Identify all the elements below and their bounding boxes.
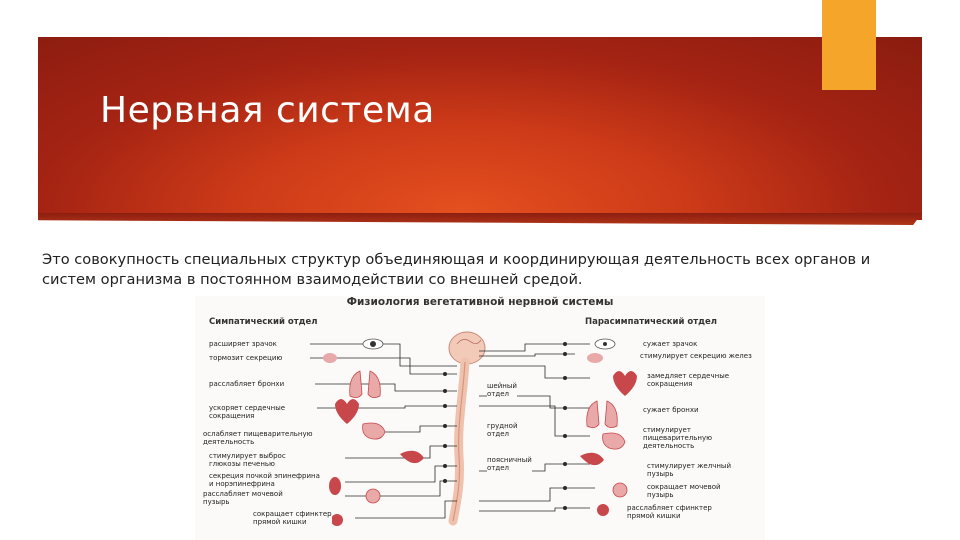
left-label: ускоряет сердечные сокращения xyxy=(209,404,286,420)
lungs-icon xyxy=(586,400,618,428)
left-label: секреция почкой эпинефрина и норэпинефри… xyxy=(209,472,320,488)
rectum-icon xyxy=(597,504,609,516)
left-label: стимулирует выброс глюкозы печенью xyxy=(209,452,286,468)
bladder-icon xyxy=(612,482,628,498)
left-label: тормозит секрецию xyxy=(209,354,283,362)
lungs-icon xyxy=(349,370,381,398)
right-label: стимулирует пищеварительную деятельность xyxy=(643,426,713,450)
left-label: расширяет зрачок xyxy=(209,340,277,348)
ganglion-dots-left xyxy=(443,372,447,483)
left-organs xyxy=(323,338,424,526)
left-label: ослабляет пищеварительную деятельность xyxy=(203,430,313,446)
spine-label: поясничный отдел xyxy=(487,456,532,472)
left-label: расслабляет мочевой пузырь xyxy=(203,490,283,506)
spine-label: грудной отдел xyxy=(487,422,518,438)
nervous-system-figure: Физиология вегетативной нервной системы … xyxy=(195,296,765,540)
slide-title: Нервная система xyxy=(100,90,435,131)
stomach-icon xyxy=(362,422,386,440)
rectum-icon xyxy=(331,514,343,526)
figure-title: Физиология вегетативной нервной системы xyxy=(346,296,614,308)
heart-icon xyxy=(335,399,359,424)
left-label: сокращает сфинктер прямой кишки xyxy=(253,510,332,526)
right-label: стимулирует секрецию желез xyxy=(640,352,752,360)
eye-icon xyxy=(362,338,384,350)
liver-icon xyxy=(580,452,604,466)
right-organs xyxy=(580,338,637,516)
right-label: сужает зрачок xyxy=(643,340,698,348)
right-label: сокращает мочевой пузырь xyxy=(647,483,721,499)
brain-spine-illustration xyxy=(448,331,486,526)
slide-body-text: Это совокупность специальных структур об… xyxy=(42,251,871,288)
heart-icon xyxy=(613,371,637,396)
title-banner xyxy=(38,37,922,220)
eye-icon xyxy=(594,338,616,350)
right-label: стимулирует желчный пузырь xyxy=(647,462,731,478)
gland-icon xyxy=(323,353,337,363)
liver-icon xyxy=(400,450,424,464)
right-label: расслабляет сфинктер прямой кишки xyxy=(627,504,712,520)
gland-icon xyxy=(587,353,603,363)
left-label: расслабляет бронхи xyxy=(209,380,285,388)
sympathetic-heading: Симпатический отдел xyxy=(209,317,318,327)
banner-shadow xyxy=(38,213,922,225)
stomach-icon xyxy=(602,432,626,450)
right-label: замедляет сердечные сокращения xyxy=(647,372,730,388)
diagram-drawing xyxy=(310,331,637,526)
bladder-icon xyxy=(365,488,381,504)
spine-label: шейный отдел xyxy=(487,382,517,398)
kidney-icon xyxy=(329,477,341,495)
ganglion-dots-right xyxy=(563,342,567,510)
right-label: сужает бронхи xyxy=(643,406,699,414)
parasympathetic-heading: Парасимпатический отдел xyxy=(585,317,718,327)
accent-bar xyxy=(822,0,876,90)
